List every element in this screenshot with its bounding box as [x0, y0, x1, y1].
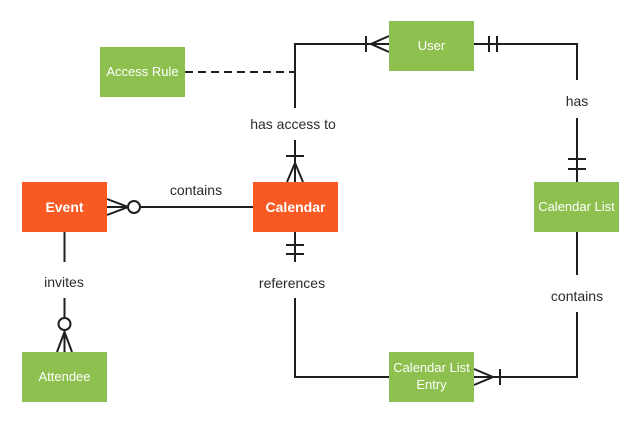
entity-calendar-list-entry: Calendar List Entry	[389, 352, 474, 402]
relationship-line-contains-event-calendar	[106, 198, 253, 216]
relationship-label-references: references	[258, 275, 326, 291]
entity-label: Calendar	[265, 198, 326, 215]
entity-calendar: Calendar	[253, 182, 338, 232]
entity-user: User	[389, 21, 474, 71]
entity-label: Access Rule	[106, 63, 179, 79]
entity-access-rule: Access Rule	[100, 47, 185, 97]
zero-circle-icon	[127, 200, 141, 214]
crowsfoot-many-icon	[106, 198, 131, 216]
relationship-label-has: has	[565, 93, 589, 109]
zero-circle-icon	[57, 317, 72, 331]
entity-label: Calendar List Entry	[393, 360, 470, 392]
entity-label: User	[417, 37, 446, 53]
entity-attendee: Attendee	[22, 352, 107, 402]
double-tick-exactly-one-icon	[488, 36, 498, 52]
crowsfoot-many-icon	[56, 329, 73, 353]
relationship-label-contains-list: contains	[550, 288, 604, 304]
entity-label: Event	[45, 198, 84, 215]
double-tick-exactly-one-icon	[286, 244, 304, 255]
relationship-label-has-access-to: has access to	[250, 116, 336, 132]
line-segment	[294, 298, 389, 378]
relationship-line-invites	[56, 232, 73, 353]
line-segment	[474, 43, 578, 80]
relationship-label-invites: invites	[44, 274, 84, 290]
entity-label: Calendar List	[538, 198, 615, 214]
entity-event: Event	[22, 182, 107, 232]
relationship-line-contains-calendarlist-entry	[473, 232, 578, 386]
double-tick-exactly-one-icon	[568, 158, 586, 170]
relationship-line-has-access-to	[286, 35, 390, 183]
relationship-line-references	[286, 232, 389, 378]
line-segment	[474, 312, 578, 378]
crowsfoot-many-icon	[473, 368, 496, 386]
relationship-label-contains: contains	[169, 182, 223, 198]
relationship-line-has	[474, 36, 586, 182]
crowsfoot-many-icon	[286, 160, 304, 183]
entity-label: Attendee	[38, 368, 91, 384]
line-segment	[294, 43, 364, 108]
entity-calendar-list: Calendar List	[534, 182, 619, 232]
crowsfoot-many-icon	[364, 35, 390, 53]
